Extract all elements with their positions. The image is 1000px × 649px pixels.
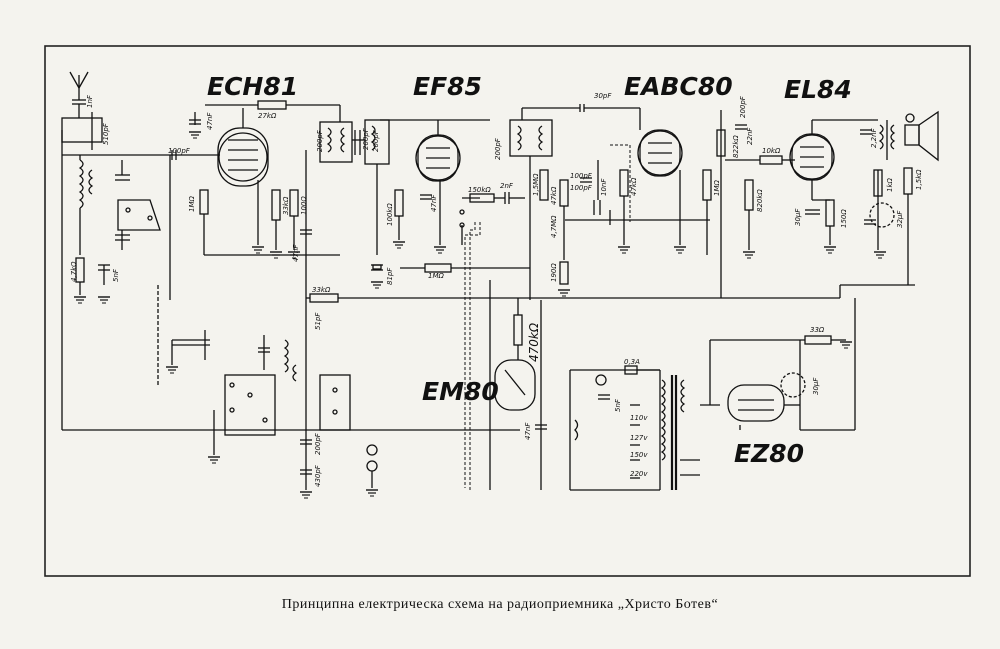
label-c-200pf-4: 200pF — [494, 137, 502, 160]
label-r-1k: 1kΩ — [886, 177, 894, 192]
label-c-32uf: 32μF — [896, 210, 904, 228]
tube-label-ech81: ECH81 — [207, 72, 298, 101]
label-c-200pf-6: 200pF — [314, 432, 322, 455]
label-fuse: 0,3A — [624, 358, 640, 366]
label-c-2-2nf: 2,2nF — [870, 127, 878, 148]
label-c-200pf-5: 200pF — [739, 95, 747, 118]
shielded-lead-2 — [464, 222, 481, 488]
label-r-4-7m: 4,7MΩ — [550, 215, 558, 238]
label-r-100: 100Ω — [300, 196, 308, 215]
label-r-1m-1: 1MΩ — [188, 196, 196, 212]
label-c-5nf: 5nF — [112, 268, 120, 282]
label-r-1-5m: 1,5MΩ — [532, 173, 540, 196]
label-c-200pf-3: 200pF — [372, 129, 380, 152]
label-c-30pf-1: 30pF — [594, 92, 612, 100]
tube-label-eabc80: EABC80 — [624, 72, 733, 101]
label-c-200pf-2: 200pF — [362, 127, 370, 150]
label-c-30uf-2: 30μF — [812, 377, 820, 395]
label-r-1-5k: 1,5kΩ — [915, 169, 923, 190]
figure-caption: Принципна електрическа схема на радиопри… — [281, 597, 719, 612]
label-c-5nf-2: 5nF — [614, 398, 622, 412]
label-r-47k: 47kΩ — [550, 186, 558, 205]
label-c-10nf: 10nF — [600, 178, 608, 196]
label-r-4-7k: 4,7kΩ — [70, 261, 78, 282]
label-c-100pf-1: 100pF — [168, 147, 191, 155]
label-tap-110: 110v — [630, 414, 648, 422]
label-r-470k: 470kΩ — [527, 322, 541, 362]
label-c-47nf-4: 47nF — [524, 422, 532, 440]
label-r-10k: 10kΩ — [762, 147, 781, 155]
label-c-22nf: 22nF — [746, 127, 754, 145]
page-frame — [44, 45, 971, 577]
label-c-47nf-2: 47nF — [292, 244, 300, 262]
label-r-1m-3: 1MΩ — [713, 180, 721, 196]
label-r-822k: 822kΩ — [732, 135, 740, 158]
label-c-47nf-1: 47nF — [206, 112, 214, 130]
label-r-27k: 27kΩ — [258, 112, 277, 120]
label-c-51pf: 51pF — [314, 312, 322, 330]
label-c-81pf: 81pF — [386, 267, 394, 285]
label-c-30uf: 30μF — [794, 208, 802, 226]
label-r-150: 150Ω — [840, 209, 848, 228]
label-r-820k: 820kΩ — [756, 189, 764, 212]
tube-label-el84: EL84 — [784, 75, 852, 104]
tube-label-ez80: EZ80 — [734, 439, 804, 468]
label-tap-127: 127v — [630, 434, 648, 442]
tube-label-em80: EM80 — [422, 377, 499, 406]
label-c-430pf: 430pF — [314, 464, 322, 487]
shielded-lead-3 — [610, 144, 631, 222]
label-r-150k: 150kΩ — [468, 186, 491, 194]
tube-label-ef85: EF85 — [413, 72, 482, 101]
label-c-200pf-1: 200pF — [316, 129, 324, 152]
label-c-100pf-3: 100pF — [570, 184, 593, 192]
label-r-33-ohm: 33Ω — [810, 326, 825, 334]
component-labels: 1nF 510pF 100pF 47nF 27kΩ 200pF 200pF 1M… — [70, 92, 923, 487]
label-tap-150: 150v — [630, 451, 648, 459]
label-c-100pf-2: 100pF — [570, 172, 593, 180]
label-r-47k-2: 47kΩ — [630, 177, 638, 196]
label-r-33k: 33kΩ — [282, 196, 290, 215]
label-r-1m-2: 1MΩ — [428, 272, 444, 280]
label-tap-220: 220v — [630, 470, 648, 478]
shielded-lead — [469, 222, 476, 490]
label-ant-cap2: 510pF — [102, 122, 110, 145]
label-c-47nf-3: 47nF — [430, 194, 438, 212]
label-c-2nf: 2nF — [500, 182, 514, 190]
label-r-190: 190Ω — [550, 263, 558, 282]
label-r-100k-1: 100kΩ — [386, 203, 394, 226]
wiring — [61, 71, 939, 499]
label-r-33k-b: 33kΩ — [312, 286, 331, 294]
label-ant-cap: 1nF — [86, 94, 94, 108]
